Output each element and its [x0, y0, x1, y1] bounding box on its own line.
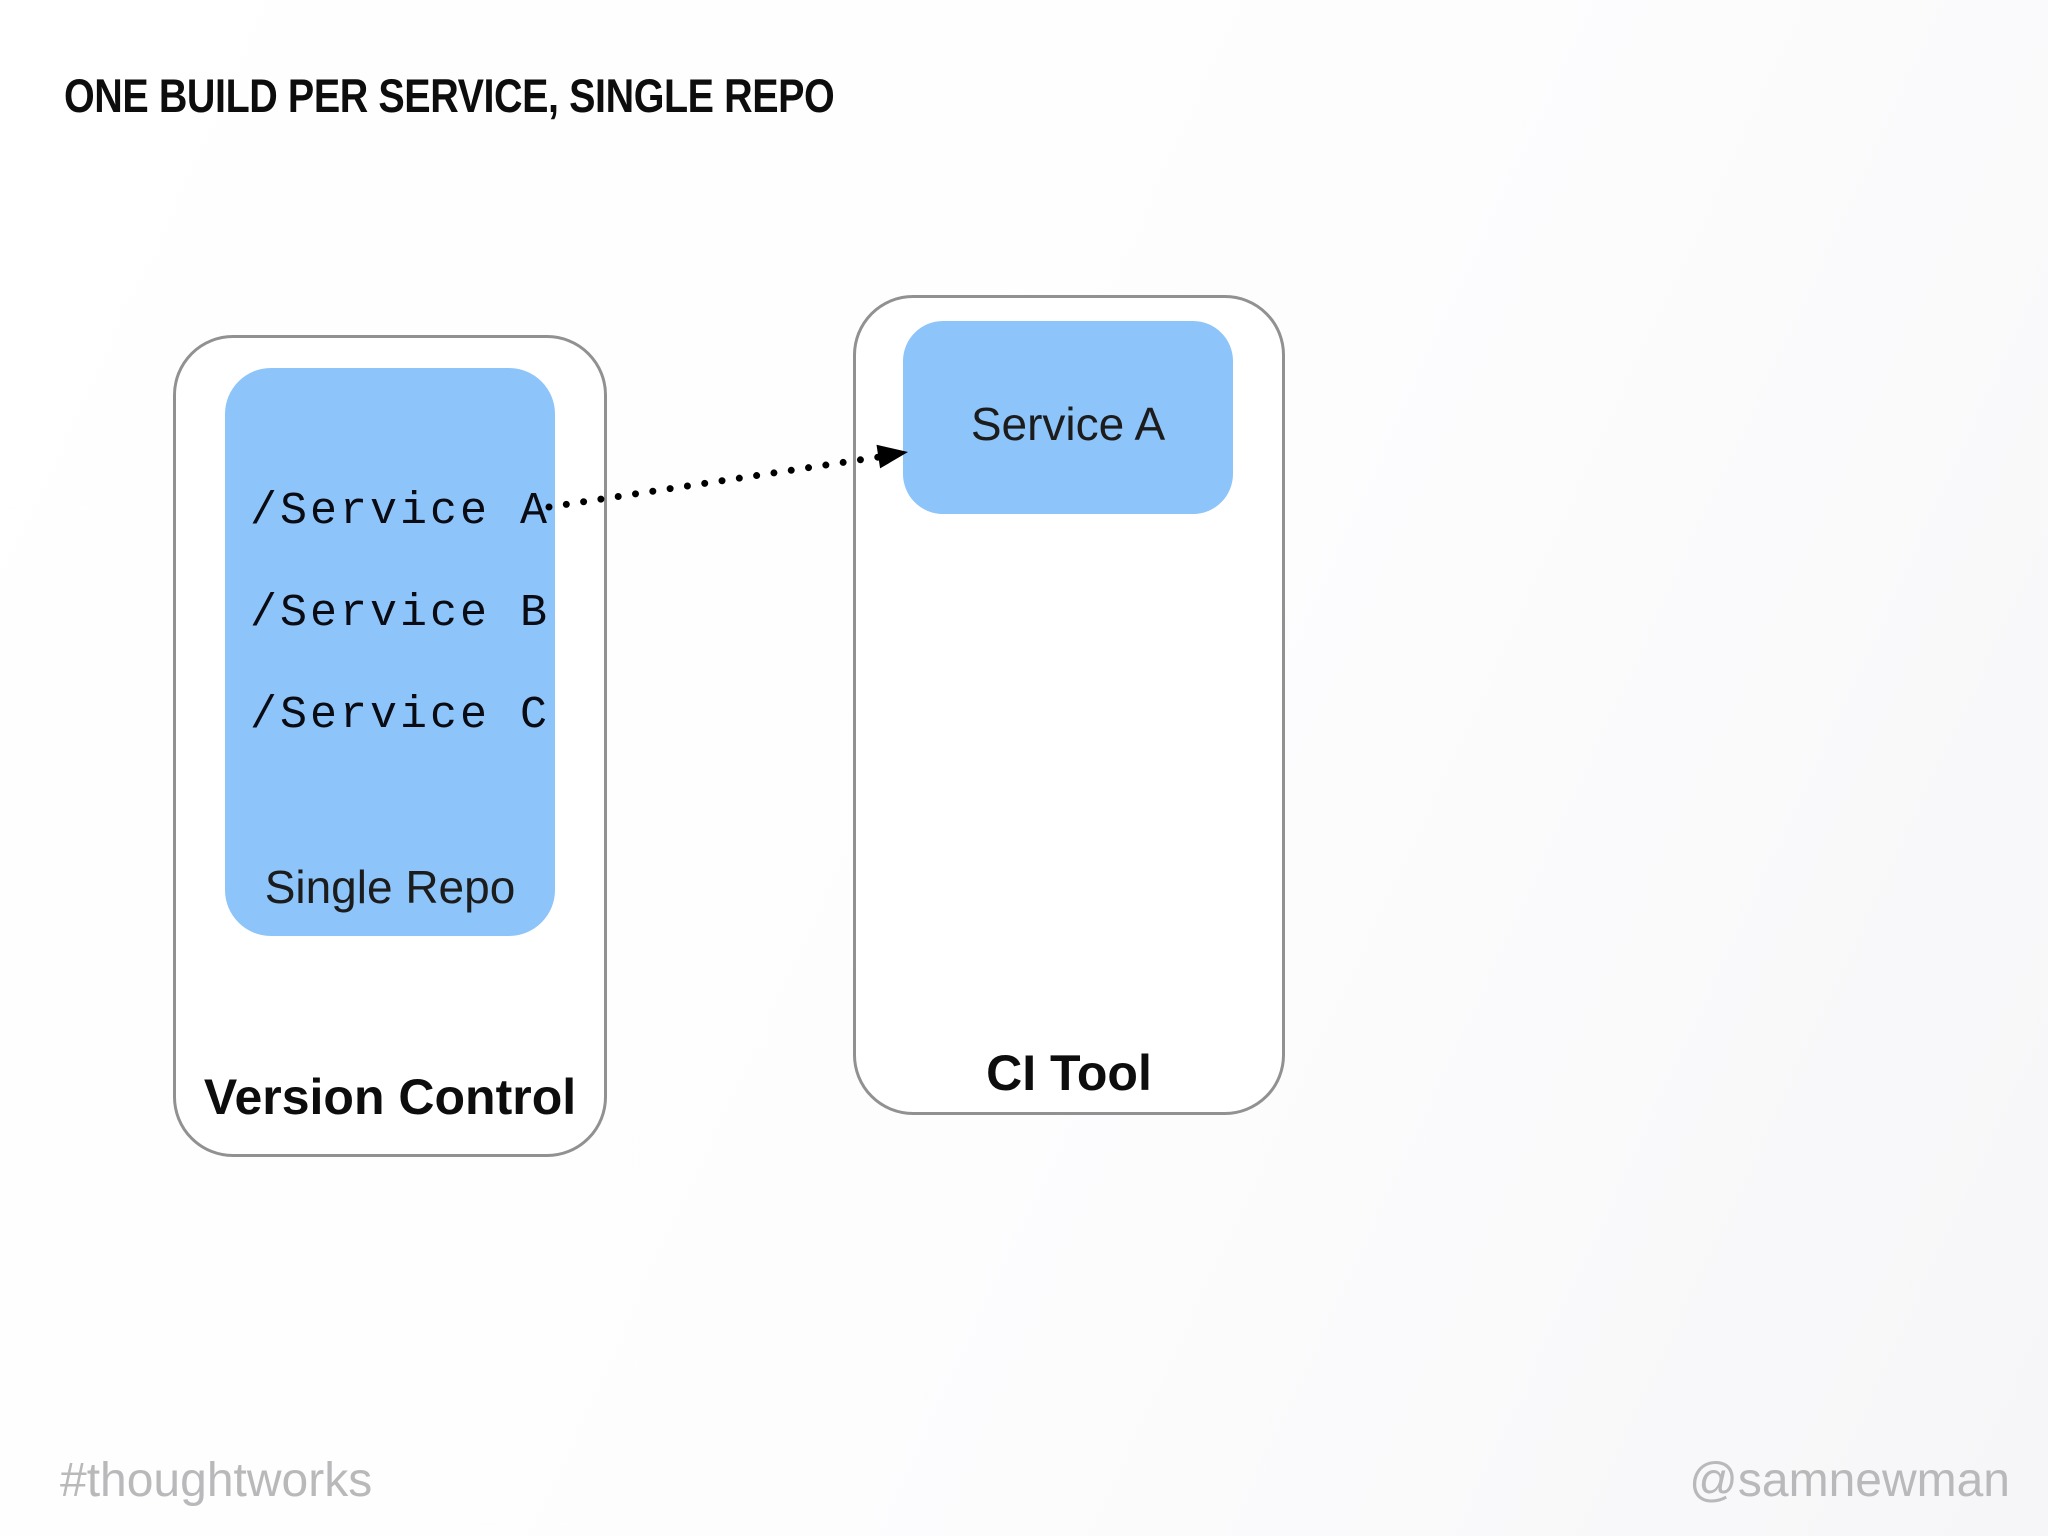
repo-path-service-b: /Service B: [250, 588, 551, 639]
service-a-build-box: Service A: [903, 321, 1233, 514]
ci-tool-panel: Service A CI Tool: [853, 295, 1285, 1115]
ci-tool-label: CI Tool: [986, 1045, 1152, 1101]
repo-path-service-a: /Service A: [250, 486, 551, 537]
repo-path-service-c: /Service C: [250, 690, 551, 741]
single-repo-box: /Service A /Service B /Service C Single …: [225, 368, 555, 936]
service-a-label: Service A: [970, 397, 1166, 450]
version-control-panel: /Service A /Service B /Service C Single …: [173, 335, 607, 1157]
version-control-label: Version Control: [203, 1069, 577, 1125]
footer-hashtag: #thoughtworks: [60, 1454, 373, 1507]
page-title: ONE BUILD PER SERVICE, SINGLE REPO: [64, 69, 835, 122]
footer-handle: @samnewman: [1689, 1454, 2010, 1507]
single-repo-label: Single Repo: [264, 861, 516, 913]
